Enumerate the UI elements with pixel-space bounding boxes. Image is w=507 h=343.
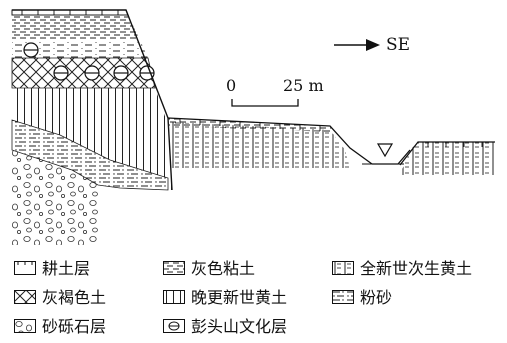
vertical-lines-swatch-icon — [163, 290, 185, 304]
legend-label: 耕土层 — [42, 259, 91, 278]
culture-layer-swatch-icon — [163, 319, 185, 333]
right-tick-marks — [427, 142, 483, 147]
legend-label: 砂砾石层 — [42, 317, 107, 336]
terrace-tick-marks — [179, 119, 321, 131]
legend-label: 晚更新世黄土 — [191, 288, 288, 307]
ground-surface-left — [12, 9, 173, 191]
gray-clay-swatch-icon — [163, 261, 185, 275]
cross-section — [11, 9, 495, 245]
late-pleistocene-loess-left — [12, 88, 172, 190]
legend-label: 灰褐色土 — [42, 288, 107, 307]
legend-label: 粉砂 — [360, 288, 393, 307]
water-level-icon — [376, 143, 394, 158]
cross-hatch-swatch-icon — [14, 290, 36, 304]
direction-label: SE — [386, 35, 411, 55]
legend-label: 彭头山文化层 — [191, 317, 288, 336]
plow-tick-marks — [21, 10, 119, 15]
scale-bar — [231, 99, 299, 107]
scale-start-label: 0 — [226, 76, 237, 95]
scale-end-label: 25 m — [283, 76, 324, 95]
culture-layer-band — [12, 40, 148, 58]
right-bank-surface — [399, 141, 495, 166]
holocene-loess-swatch-icon — [332, 261, 354, 275]
holocene-loess-terrace — [168, 122, 350, 168]
silt-swatch-icon — [332, 290, 354, 304]
river-channel — [372, 149, 411, 165]
legend-label: 灰色粘土 — [191, 259, 256, 278]
gravel-swatch-icon — [14, 319, 36, 333]
culture-layer-symbols — [23, 42, 155, 81]
holocene-loess-right — [400, 142, 495, 175]
gray-clay-upper — [12, 15, 140, 40]
terrace-surface — [167, 117, 373, 165]
direction-arrow-icon — [334, 39, 380, 51]
legend-label: 全新世次生黄土 — [360, 259, 473, 278]
gray-clay-terrace — [168, 118, 335, 132]
plow-soil-swatch-icon — [14, 261, 36, 275]
gray-brown-soil-layer — [11, 57, 156, 89]
